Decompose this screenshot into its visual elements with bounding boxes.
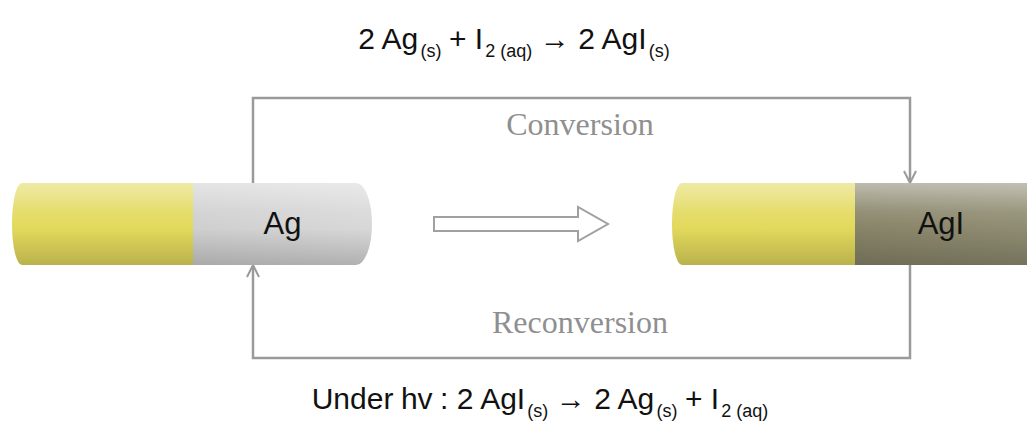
equation-term: → 2 AgI bbox=[540, 22, 647, 55]
transform-arrow bbox=[434, 207, 608, 241]
state-subscript: (s) bbox=[420, 41, 441, 61]
equation: 2 Ag(s)+ I2 (aq)→ 2 AgI(s) bbox=[358, 22, 670, 62]
equation-term: → 2 Ag bbox=[556, 382, 654, 415]
conversion-connector bbox=[253, 98, 910, 183]
equation: Underhv: 2 AgI(s)→ 2 Ag(s)+ I2 (aq) bbox=[312, 382, 769, 422]
state-subscript: (s) bbox=[656, 401, 677, 421]
state-subscript: 2 (aq) bbox=[485, 41, 532, 61]
edge-label: Conversion bbox=[502, 106, 658, 143]
equation-term: + I bbox=[449, 22, 483, 55]
equation-term: hv bbox=[401, 382, 433, 415]
equation-term: + I bbox=[685, 382, 719, 415]
equation-term: Under bbox=[312, 382, 394, 415]
reconversion-connector bbox=[253, 265, 910, 358]
rod-label: AgI bbox=[918, 206, 965, 242]
equation-term: : 2 AgI bbox=[440, 382, 525, 415]
silver-rod: Ag bbox=[12, 183, 372, 265]
state-subscript: (s) bbox=[649, 41, 670, 61]
state-subscript: (s) bbox=[527, 401, 548, 421]
silver-iodide-rod: AgI bbox=[672, 183, 1027, 265]
edge-label: Reconversion bbox=[488, 304, 672, 341]
rod-label: Ag bbox=[264, 206, 302, 242]
state-subscript: 2 (aq) bbox=[721, 401, 768, 421]
equation-term: 2 Ag bbox=[358, 22, 418, 55]
